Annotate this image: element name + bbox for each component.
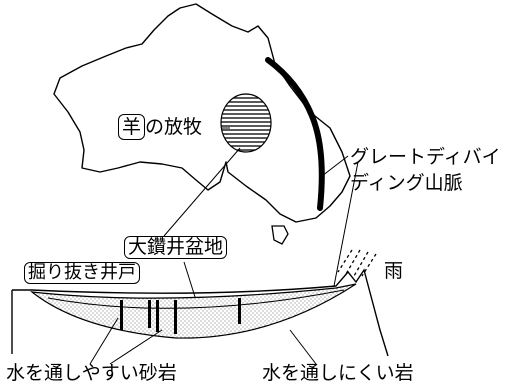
artesian-well (238, 298, 241, 324)
impermeable-rock-label: 水を通しにくい岩 (262, 362, 414, 384)
basin-leader-line-2 (183, 261, 197, 301)
range-leader-line (321, 155, 349, 177)
artesian-well-label: 掘り抜き井戸 (24, 262, 140, 284)
rain-label: 雨 (384, 260, 404, 282)
impermeable-leader-line (289, 329, 317, 365)
great-dividing-range-mark (265, 57, 325, 211)
artesian-well (156, 300, 159, 332)
permeable-leader-line-2 (109, 329, 163, 365)
permeable-sandstone-layer (29, 283, 357, 339)
sheep-grazing-area (220, 93, 272, 153)
tasmania (271, 225, 289, 245)
sheep-grazing-label: 羊の放牧 (118, 114, 203, 140)
sheep-label-box: 羊 (118, 114, 146, 140)
range-leader-line-2 (333, 161, 359, 287)
sandstone-inner-boundary (47, 289, 345, 309)
rain-icon (337, 249, 377, 277)
basin-leader-line (163, 147, 241, 237)
permeable-leader-line (89, 317, 119, 365)
artesian-well (120, 300, 123, 330)
great-dividing-range-label-line2: ディング山脈 (350, 172, 463, 194)
great-dividing-range-label-line1: グレートディバイ (350, 146, 501, 168)
artesian-well (174, 300, 177, 334)
great-artesian-basin-label: 大鑽井盆地 (124, 236, 228, 259)
australia-map (53, 3, 351, 223)
permeable-sandstone-label: 水を通しやすい砂岩 (6, 362, 177, 384)
ground-surface (12, 268, 389, 357)
sheep-label-suffix: の放牧 (145, 116, 203, 138)
artesian-well (148, 300, 151, 328)
